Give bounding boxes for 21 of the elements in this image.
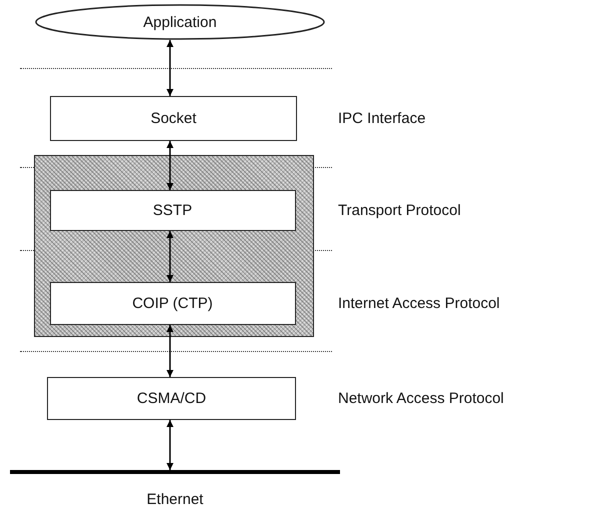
double-arrow bbox=[166, 325, 174, 377]
double-arrow bbox=[166, 420, 174, 470]
layer-box bbox=[47, 377, 296, 420]
layer-name: COIP (CTP) bbox=[132, 294, 213, 312]
layer-name: Application bbox=[143, 14, 217, 30]
shaded-band bbox=[34, 155, 314, 337]
layer-box bbox=[50, 190, 296, 230]
bus-label: Ethernet bbox=[146, 491, 204, 508]
layer-name: CSMA/CD bbox=[136, 390, 206, 407]
double-arrow bbox=[166, 231, 174, 282]
layer-box bbox=[50, 96, 297, 141]
layer-box bbox=[50, 282, 296, 324]
layer-label: Internet Access Protocol bbox=[338, 294, 500, 312]
double-arrow bbox=[166, 141, 174, 190]
layer-label: Transport Protocol bbox=[338, 202, 461, 218]
layer-label: IPC Interface bbox=[338, 110, 426, 126]
double-arrow bbox=[166, 40, 174, 96]
layer-name: Socket bbox=[150, 110, 196, 127]
application-ellipse bbox=[35, 4, 325, 40]
layer-label: Network Access Protocol bbox=[338, 390, 504, 406]
layer-name: SSTP bbox=[152, 202, 192, 218]
